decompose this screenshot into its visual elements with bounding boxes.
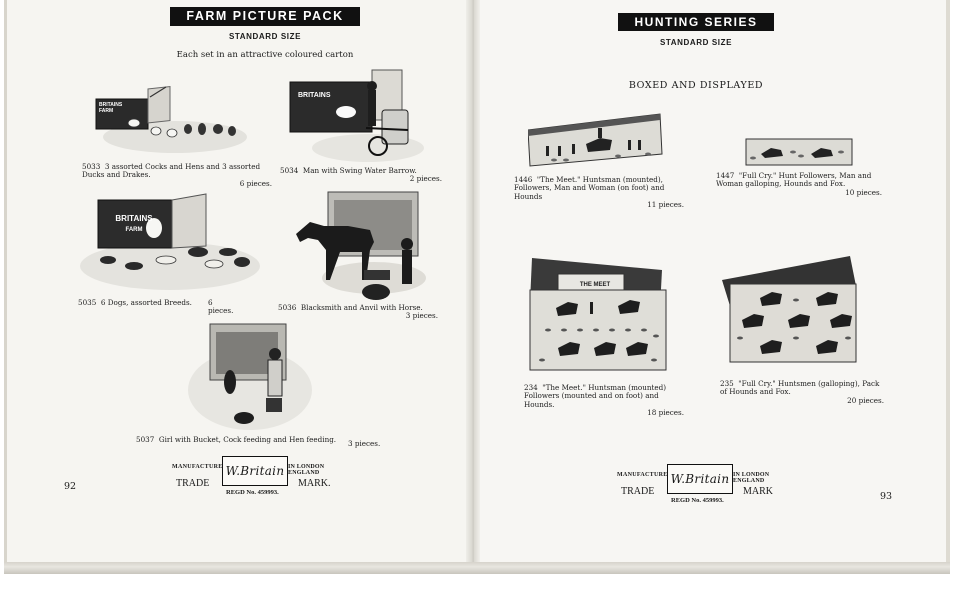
illustration-5035-dogs — [78, 190, 264, 294]
manufactured-by-text: MANUFACTURED BY — [172, 464, 238, 470]
item-number-1447: 1447 — [716, 171, 735, 180]
scan-background — [0, 574, 960, 602]
item-number-5033: 5033 — [82, 162, 101, 171]
item-pieces-234: 18 pieces. — [647, 408, 684, 418]
caption-1446: 1446 "The Meet." Huntsman (mounted), Fol… — [514, 175, 684, 210]
item-number-5034: 5034 — [280, 166, 299, 175]
caption-5037: 5037 Girl with Bucket, Cock feeding and … — [136, 435, 386, 448]
caption-234: 234 "The Meet." Huntsman (mounted) Follo… — [524, 383, 684, 418]
illustration-1447-full-cry-box — [745, 138, 853, 166]
illustration-1446-the-meet-box — [528, 110, 664, 168]
item-text-5037: Girl with Bucket, Cock feeding and Hen f… — [158, 435, 337, 444]
london-england-text: IN LONDON ENGLAND — [288, 464, 325, 476]
illustration-5033-poultry-set — [90, 85, 250, 157]
item-number-5035: 5035 — [78, 298, 97, 307]
item-text-5034: Man with Swing Water Barrow. — [302, 166, 417, 175]
item-text-235: "Full Cry." Huntsmen (galloping), Pack o… — [720, 379, 880, 397]
item-pieces-5035: 6 pieces. — [208, 298, 234, 316]
item-number-234: 234 — [524, 383, 538, 392]
registration-number: REGD No. 459993. — [226, 489, 279, 496]
carton-label-farm: FARM — [125, 227, 143, 233]
book-bottom-edge — [4, 562, 950, 574]
caption-235: 235 "Full Cry." Huntsmen (galloping), Pa… — [720, 379, 884, 405]
illustration-234-the-meet-box — [528, 256, 668, 374]
london-england-text: IN LONDON ENGLAND — [733, 472, 770, 484]
illustration-5034-water-barrow — [286, 68, 426, 164]
w-britain-logo: W.Britain — [667, 464, 733, 494]
manufactured-by-text: MANUFACTURED BY — [617, 472, 683, 478]
carton-label-britains: BRITAINS — [115, 214, 153, 223]
item-text-1446: "The Meet." Huntsman (mounted), Follower… — [514, 175, 665, 201]
carton-label-5035: BRITAINS FARM — [104, 214, 164, 235]
trademark-right: MANUFACTURED BY W.Britain IN LONDON ENGL… — [617, 464, 797, 512]
item-pieces-5033: 6 pieces. — [239, 178, 272, 188]
carton-label-farm: FARM — [99, 108, 114, 114]
illustration-5037-girl-bucket — [186, 322, 316, 432]
carton-label-britains: BRITAINS — [298, 92, 331, 99]
item-pieces-5034: 2 pieces. — [409, 174, 442, 184]
trademark-left: MANUFACTURED BY W.Britain IN LONDON ENGL… — [172, 456, 352, 504]
book-gutter — [466, 0, 480, 565]
right-standard-size-subheading: STANDARD SIZE — [659, 38, 733, 47]
logo-text: W.Britain — [670, 472, 730, 486]
item-pieces-235: 20 pieces. — [847, 395, 884, 405]
trade-text: TRADE — [621, 486, 655, 497]
registration-number: REGD No. 459993. — [671, 497, 724, 504]
logo-text: W.Britain — [225, 464, 285, 478]
carton-label-5034: BRITAINS — [298, 92, 358, 100]
item-text-5036: Blacksmith and Anvil with Horse. — [300, 303, 423, 312]
caption-5034: 5034 Man with Swing Water Barrow. 2 piec… — [280, 166, 442, 184]
trade-text: TRADE — [176, 478, 210, 489]
w-britain-logo: W.Britain — [222, 456, 288, 486]
caption-5035: 5035 6 Dogs, assorted Breeds. 6 pieces. — [78, 298, 238, 315]
item-number-5037: 5037 — [136, 435, 155, 444]
caption-1447: 1447 "Full Cry." Hunt Followers, Man and… — [716, 171, 882, 197]
carton-note: Each set in an attractive coloured carto… — [176, 50, 354, 60]
item-pieces-1446: 11 pieces. — [647, 200, 684, 210]
carton-label-britains: BRITAINS — [99, 102, 123, 108]
item-text-234: "The Meet." Huntsman (mounted) Followers… — [524, 383, 667, 409]
mark-text: MARK — [743, 486, 774, 497]
item-number-5036: 5036 — [278, 303, 297, 312]
box-lid-label-the-meet: THE MEET — [579, 282, 611, 288]
item-text-5033: 3 assorted Cocks and Hens and 3 assorted… — [82, 162, 261, 180]
caption-5033: 5033 3 assorted Cocks and Hens and 3 ass… — [82, 162, 272, 188]
item-text-5035: 6 Dogs, assorted Breeds. — [100, 298, 192, 307]
item-number-1446: 1446 — [514, 175, 533, 184]
item-pieces-5036: 3 pieces. — [405, 311, 438, 321]
hunting-series-banner: HUNTING SERIES — [618, 13, 774, 31]
caption-5036: 5036 Blacksmith and Anvil with Horse. 3 … — [278, 303, 438, 321]
farm-picture-pack-banner: FARM PICTURE PACK — [170, 7, 360, 26]
illustration-5036-blacksmith-horse — [290, 190, 446, 304]
illustration-235-full-cry-box — [720, 254, 860, 366]
mark-text: MARK. — [298, 478, 331, 489]
item-text-1447: "Full Cry." Hunt Followers, Man and Woma… — [716, 171, 872, 189]
item-pieces-5037: 3 pieces. — [348, 439, 381, 448]
page-number-left: 92 — [64, 481, 77, 492]
item-pieces-1447: 10 pieces. — [845, 187, 882, 197]
carton-label-5033: BRITAINS FARM — [99, 102, 143, 114]
page-number-right: 93 — [880, 491, 893, 502]
item-number-235: 235 — [720, 379, 734, 388]
left-standard-size-subheading: STANDARD SIZE — [228, 32, 302, 41]
boxed-and-displayed-label: BOXED AND DISPLAYED — [628, 80, 764, 91]
